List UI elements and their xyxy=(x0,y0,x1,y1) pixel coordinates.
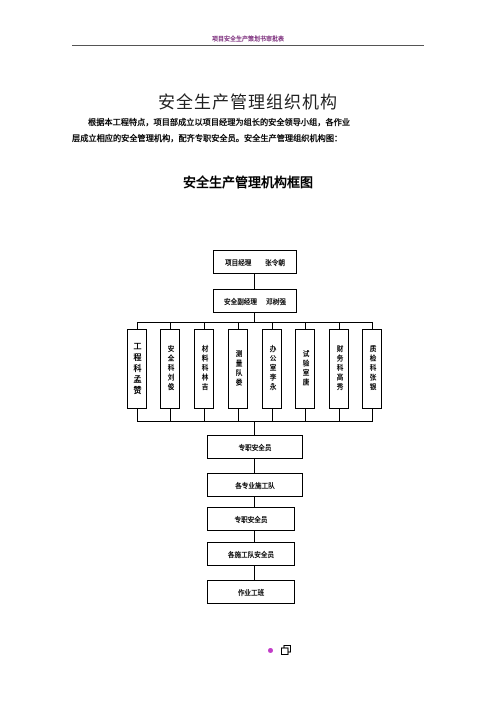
department-bus-bottom xyxy=(137,421,373,422)
connector-line xyxy=(372,322,373,329)
page-header: 项目安全生产策划书审批表 xyxy=(211,36,284,43)
dept-office-box: 办公室李永 xyxy=(262,329,282,409)
connector-line xyxy=(170,322,171,329)
connector-line xyxy=(170,409,171,421)
connector-line xyxy=(204,322,205,329)
connector-line xyxy=(272,409,273,421)
connector-line xyxy=(339,409,340,421)
dept-engineering-box: 工程科孟赞 xyxy=(127,329,147,409)
connector-line xyxy=(339,322,340,329)
connector-line xyxy=(204,409,205,421)
project-manager-box: 项目经理 张令朝 xyxy=(213,250,297,274)
connector-line xyxy=(272,322,273,329)
dept-materials-box: 材料科林吉 xyxy=(194,329,214,409)
paragraph-line-1: 根据本工程特点，项目部成立以项目经理为组长的安全领导小组，各作业 xyxy=(88,117,351,127)
dept-survey-box: 测量队娄 xyxy=(228,329,248,409)
connector-line xyxy=(137,409,138,421)
header-divider xyxy=(72,45,424,46)
deputy-manager-box: 安全副经理 邓树强 xyxy=(213,289,297,313)
connector-line xyxy=(372,409,373,421)
connector-line xyxy=(238,322,239,329)
full-time-safety-officer-box: 专职安全员 xyxy=(207,435,303,459)
connector-line xyxy=(254,497,255,507)
construction-teams-box: 各专业施工队 xyxy=(207,473,303,497)
connector-line xyxy=(254,274,255,289)
connector-line xyxy=(137,322,138,329)
connector-line xyxy=(238,409,239,421)
connector-line xyxy=(254,313,255,322)
work-crews-box: 作业工班 xyxy=(207,580,295,604)
paragraph-line-2: 层成立相应的安全管理机构，配齐专职安全员。安全生产管理组织机构图： xyxy=(72,133,343,143)
org-chart-title: 安全生产管理机构框图 xyxy=(182,176,313,191)
department-bus-top xyxy=(137,322,373,323)
connector-line xyxy=(254,566,255,580)
document-title: 安全生产管理组织机构 xyxy=(158,93,338,113)
team-safety-officer-box: 专职安全员 xyxy=(207,507,295,531)
connector-line xyxy=(254,421,255,435)
dot-icon xyxy=(268,648,273,653)
connector-line xyxy=(305,322,306,329)
copy-icon xyxy=(281,645,291,655)
crew-safety-officers-box: 各施工队安全员 xyxy=(207,542,295,566)
dept-lab-box: 试验室唐 xyxy=(295,329,315,409)
connector-line xyxy=(254,531,255,542)
connector-line xyxy=(254,459,255,473)
dept-finance-box: 财务科高秀 xyxy=(329,329,349,409)
dept-quality-box: 质检科张银 xyxy=(362,329,382,409)
dept-safety-box: 安全科刘俊 xyxy=(160,329,180,409)
intro-paragraph: 根据本工程特点，项目部成立以项目经理为组长的安全领导小组，各作业 层成立相应的安… xyxy=(72,114,424,146)
connector-line xyxy=(305,409,306,421)
